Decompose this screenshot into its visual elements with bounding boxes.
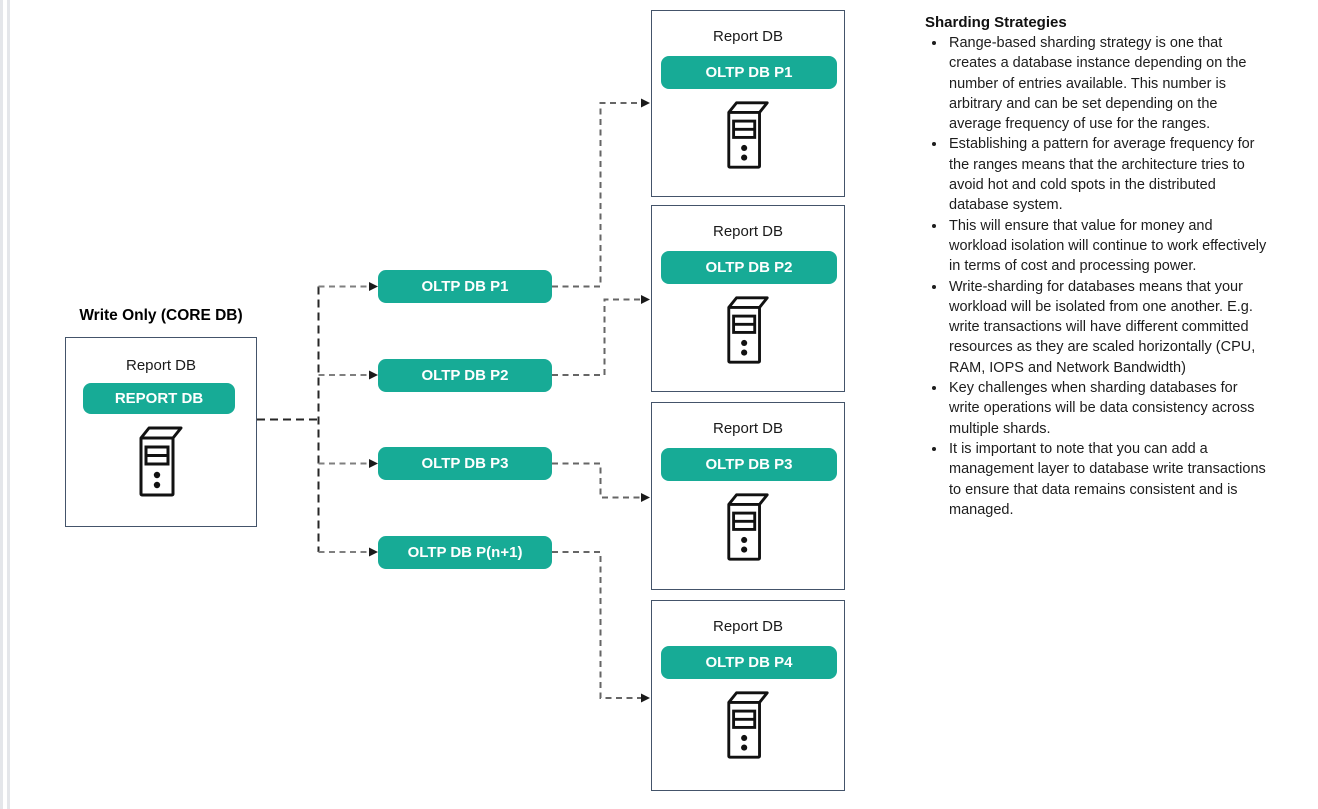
shard-box-3: Report DB OLTP DB P3 bbox=[651, 402, 845, 590]
slide-edge-strip bbox=[7, 0, 10, 809]
arrowhead bbox=[641, 98, 650, 108]
shard-box-2: Report DB OLTP DB P2 bbox=[651, 205, 845, 392]
shard-pill-p3: OLTP DB P3 bbox=[661, 448, 837, 481]
connector-p1-to-shard1 bbox=[552, 102, 641, 288]
oltp-pill-p2: OLTP DB P2 bbox=[378, 359, 552, 392]
notes-list: Range-based sharding strategy is one tha… bbox=[925, 33, 1269, 520]
notes-title: Sharding Strategies bbox=[925, 14, 1067, 31]
notes-bullet: Key challenges when sharding databases f… bbox=[947, 378, 1269, 439]
connector-p3-to-shard3 bbox=[552, 462, 641, 499]
arrowhead bbox=[369, 282, 378, 291]
core-db-pill: REPORT DB bbox=[83, 383, 235, 414]
core-db-label: Write Only (CORE DB) bbox=[79, 307, 243, 324]
oltp-pill-p1: OLTP DB P1 bbox=[378, 270, 552, 303]
shard-box-4: Report DB OLTP DB P4 bbox=[651, 600, 845, 791]
shard-box-title: Report DB bbox=[712, 28, 784, 45]
arrowhead bbox=[369, 370, 378, 380]
server-icon bbox=[727, 691, 769, 759]
shard-pill-p4: OLTP DB P4 bbox=[661, 646, 837, 679]
shard-pill-p2: OLTP DB P2 bbox=[661, 251, 837, 284]
server-icon bbox=[139, 426, 183, 497]
notes-bullet: This will ensure that value for money an… bbox=[947, 216, 1269, 277]
shard-box-title: Report DB bbox=[712, 420, 784, 437]
connector-p2-to-shard2 bbox=[552, 298, 641, 376]
arrowhead bbox=[641, 693, 650, 703]
shard-pill-p1: OLTP DB P1 bbox=[661, 56, 837, 89]
core-db-box: Report DB REPORT DB bbox=[65, 337, 257, 527]
server-icon bbox=[727, 493, 769, 561]
arrowhead bbox=[369, 459, 378, 468]
notes-bullet: Establishing a pattern for average frequ… bbox=[947, 134, 1269, 215]
notes-bullet: It is important to note that you can add… bbox=[947, 439, 1269, 520]
server-icon bbox=[727, 296, 769, 364]
shard-box-1: Report DB OLTP DB P1 bbox=[651, 10, 845, 197]
oltp-pill-p3: OLTP DB P3 bbox=[378, 447, 552, 480]
shard-box-title: Report DB bbox=[712, 618, 784, 635]
core-box-title: Report DB bbox=[125, 357, 197, 374]
arrowhead bbox=[641, 493, 650, 502]
arrowhead bbox=[641, 295, 650, 304]
connector-p4-to-shard4 bbox=[552, 551, 641, 699]
arrowhead bbox=[369, 547, 378, 557]
server-icon bbox=[727, 101, 769, 169]
notes-bullet: Write-sharding for databases means that … bbox=[947, 277, 1269, 378]
shard-box-title: Report DB bbox=[712, 223, 784, 240]
notes-panel: Sharding Strategies Range-based sharding… bbox=[925, 14, 1269, 520]
oltp-pill-pn1: OLTP DB P(n+1) bbox=[378, 536, 552, 569]
notes-bullet: Range-based sharding strategy is one tha… bbox=[947, 33, 1269, 134]
slide-edge-strip bbox=[0, 0, 3, 809]
